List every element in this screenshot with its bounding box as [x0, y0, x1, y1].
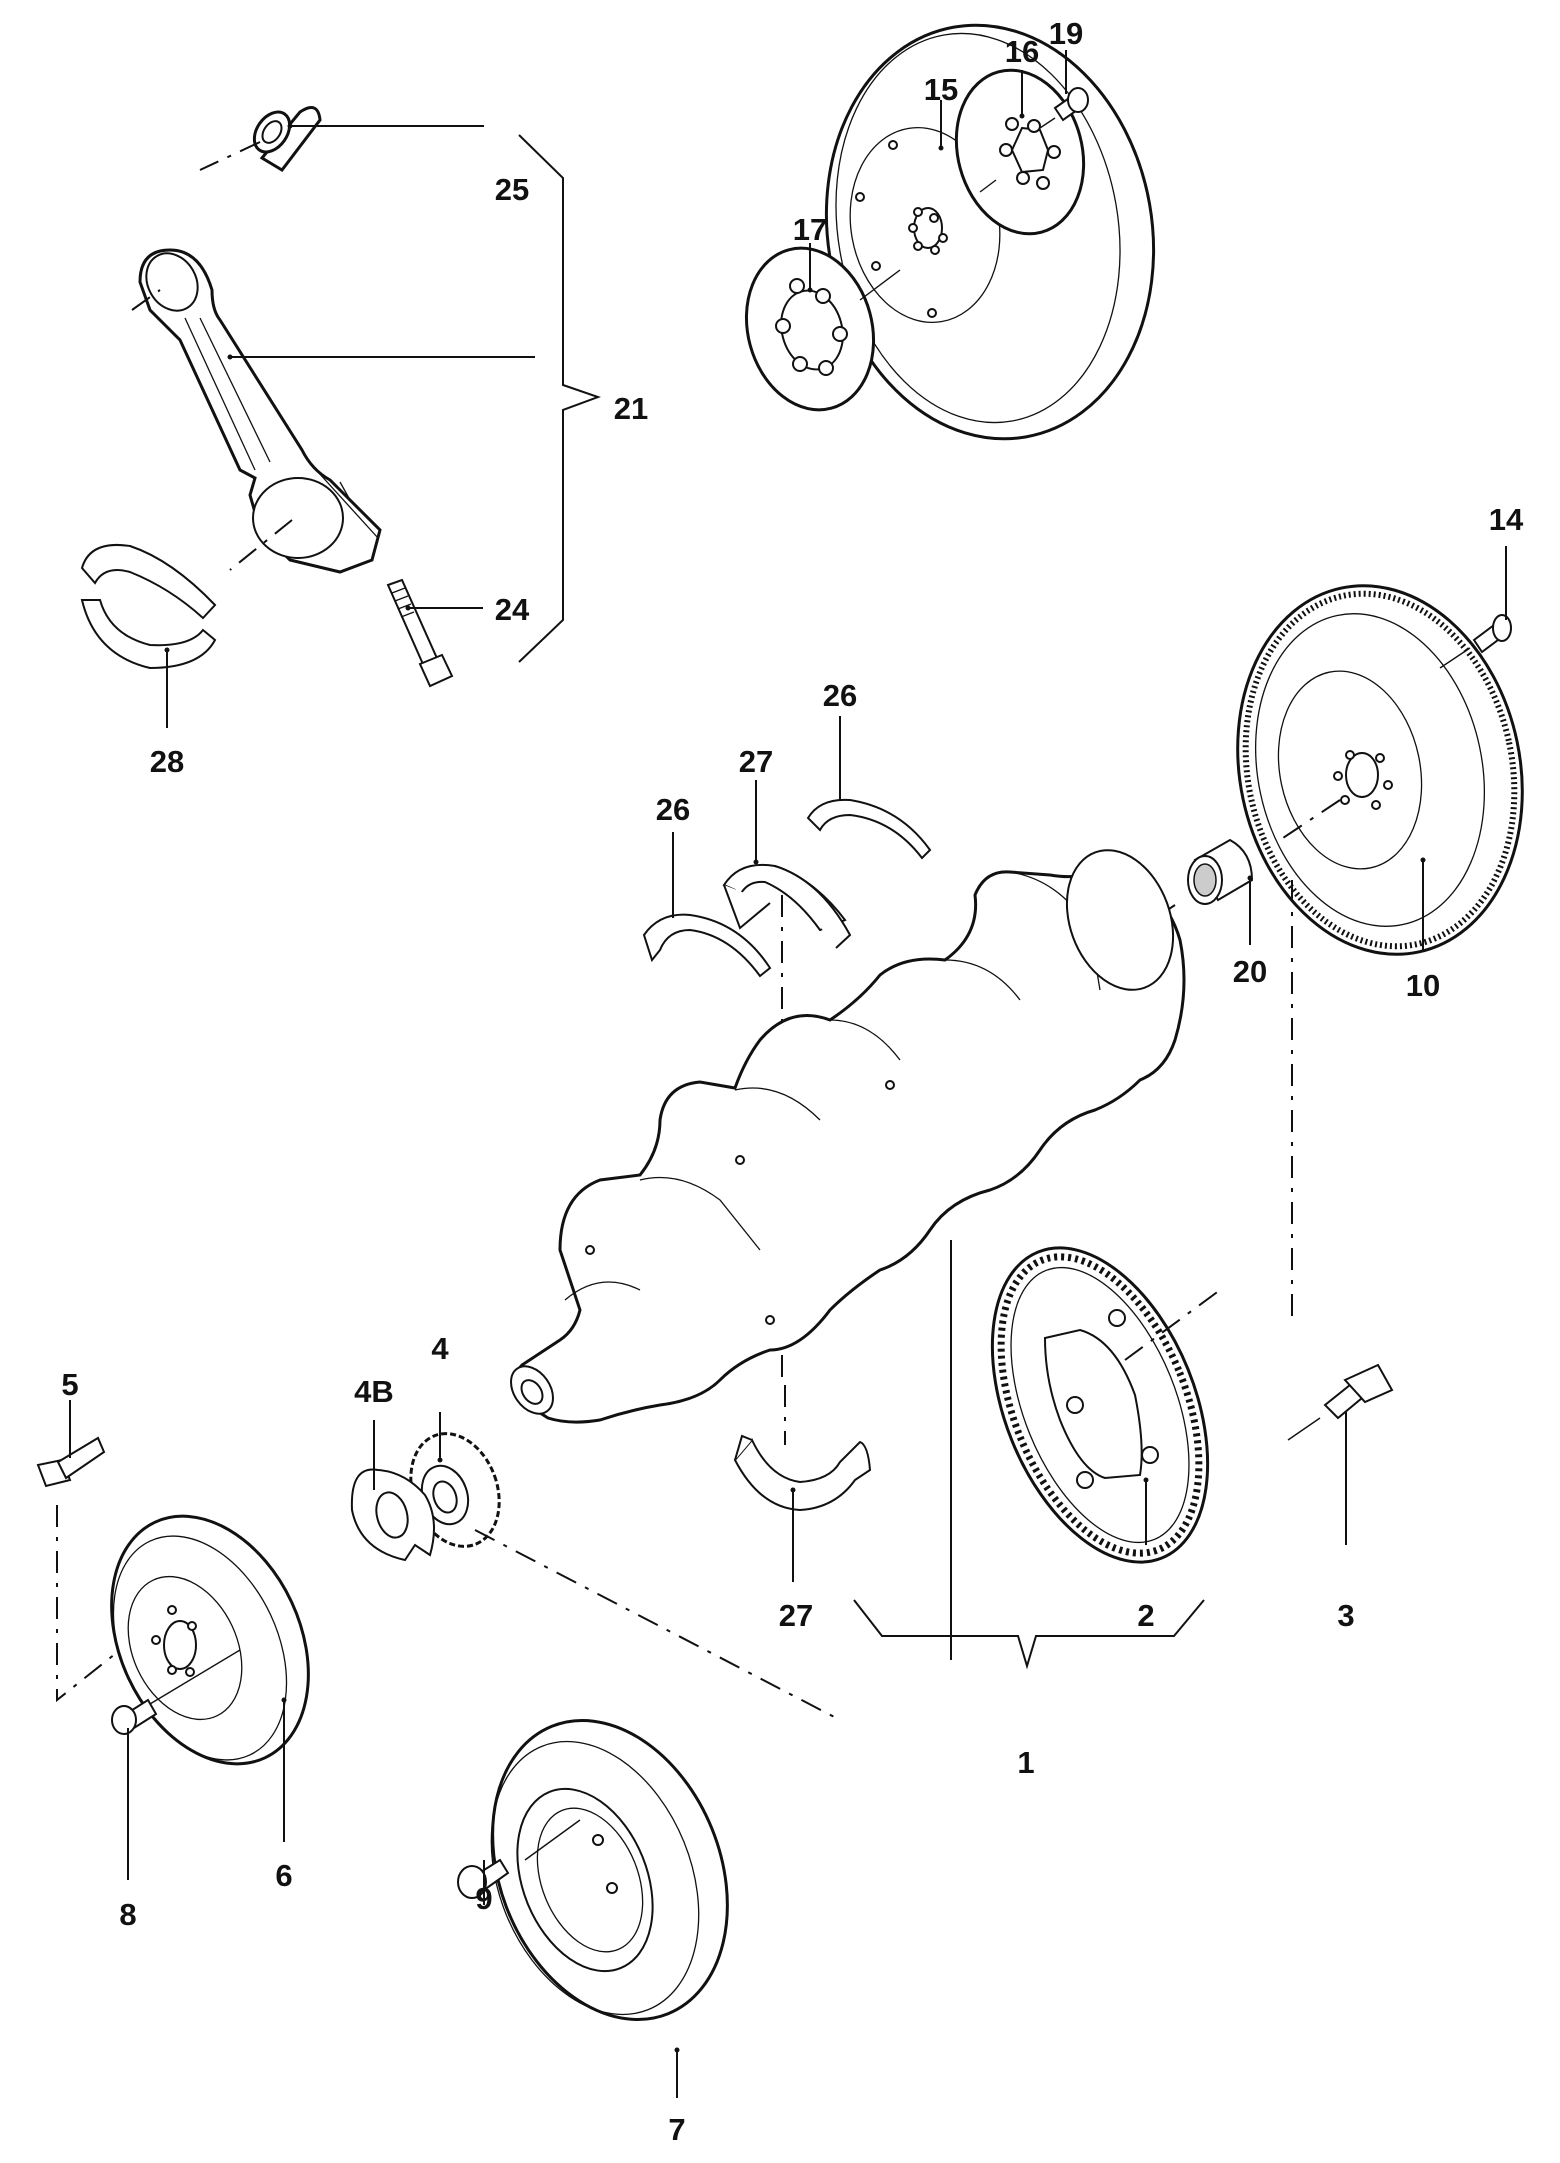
main-bearing-shell[interactable]	[733, 1434, 872, 1512]
sensor-reluctor-ring[interactable]	[950, 1216, 1250, 1593]
callout-17[interactable]: 17	[793, 212, 827, 247]
callout-20[interactable]: 20	[1233, 954, 1267, 989]
connecting-rod-bearing-shell[interactable]	[80, 544, 217, 670]
flexplate-group: 15 16 19 17	[729, 16, 1156, 441]
vibration-damper-pulley[interactable]	[450, 1685, 770, 2055]
callout-3[interactable]: 3	[1337, 1598, 1354, 1633]
callout-21[interactable]: 21	[614, 391, 648, 426]
callout-2[interactable]: 2	[1137, 1598, 1154, 1633]
spacer-plate[interactable]	[729, 234, 891, 425]
thrust-half-washer[interactable]	[642, 913, 772, 978]
crankshaft[interactable]	[502, 835, 1191, 1424]
flywheel-group: 10 14	[1204, 502, 1555, 1003]
main-bearing-shell[interactable]	[722, 863, 852, 949]
callout-25[interactable]: 25	[495, 172, 529, 207]
flywheel-bolt[interactable]	[1472, 614, 1512, 654]
callout-27b[interactable]: 27	[779, 1598, 813, 1633]
callout-6[interactable]: 6	[275, 1858, 292, 1893]
callout-9[interactable]: 9	[475, 1881, 492, 1916]
flywheel-with-ring-gear[interactable]	[1204, 559, 1555, 981]
brace-21	[518, 134, 601, 663]
callout-26a[interactable]: 26	[823, 678, 857, 713]
flexplate-bolt[interactable]	[1053, 87, 1089, 122]
hex-bolt[interactable]	[36, 1436, 106, 1488]
small-end-bushing[interactable]	[247, 105, 322, 172]
callout-19[interactable]: 19	[1049, 16, 1083, 51]
connecting-rod-bolt[interactable]	[386, 578, 454, 688]
callout-4b[interactable]: 4B	[354, 1374, 394, 1409]
callout-14[interactable]: 14	[1489, 502, 1524, 537]
thrust-half-washer[interactable]	[806, 798, 932, 860]
pulley[interactable]	[73, 1484, 346, 1796]
thrust-washer[interactable]	[350, 1468, 435, 1562]
countersunk-screw[interactable]	[1323, 1363, 1394, 1420]
callout-15[interactable]: 15	[924, 72, 958, 107]
callout-5[interactable]: 5	[61, 1367, 78, 1402]
pilot-bearing[interactable]	[1187, 838, 1254, 905]
callout-10[interactable]: 10	[1406, 968, 1440, 1003]
callout-27a[interactable]: 27	[739, 744, 773, 779]
callout-26b[interactable]: 26	[656, 792, 690, 827]
callout-24[interactable]: 24	[495, 592, 530, 627]
callout-1[interactable]: 1	[1017, 1745, 1034, 1780]
connecting-rod[interactable]	[136, 244, 382, 574]
callout-4[interactable]: 4	[431, 1331, 449, 1366]
pulley-bolt[interactable]	[111, 1698, 158, 1735]
callout-28[interactable]: 28	[150, 744, 184, 779]
callout-16[interactable]: 16	[1005, 34, 1039, 69]
reinforcement-plate[interactable]	[939, 56, 1102, 248]
connecting-rod-group: 25 28 24 21	[80, 105, 648, 779]
callout-7[interactable]: 7	[668, 2112, 685, 2147]
callout-8[interactable]: 8	[119, 1897, 136, 1932]
brace-1	[853, 1599, 1205, 1670]
